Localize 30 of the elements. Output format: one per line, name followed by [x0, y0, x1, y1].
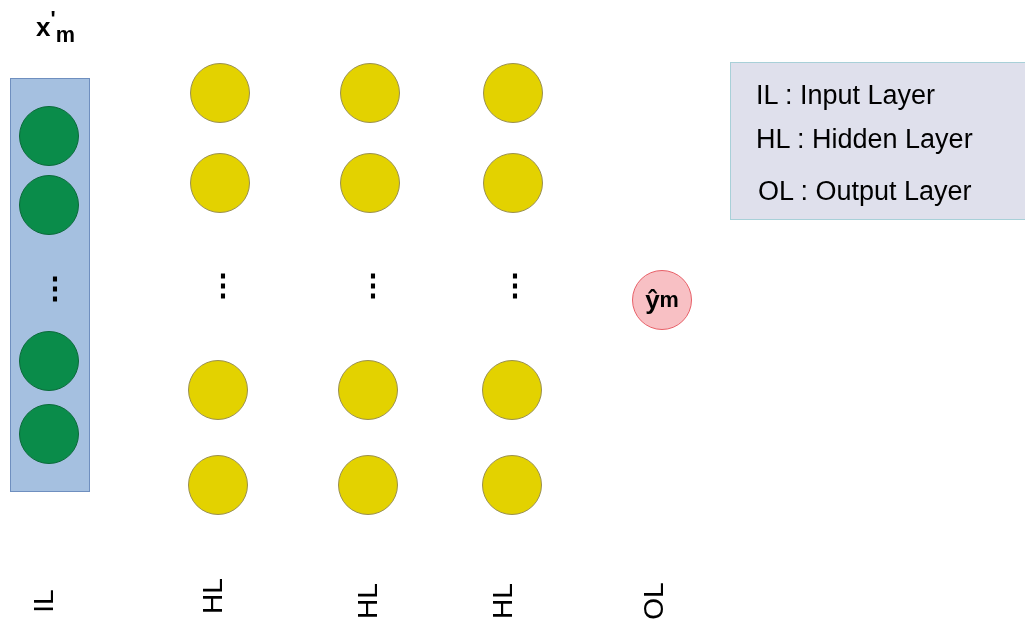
- layer-label: HL: [196, 578, 229, 614]
- legend-entry: IL : Input Layer: [756, 80, 936, 111]
- layer-label: IL: [27, 589, 60, 613]
- layer-label: OL: [637, 582, 670, 620]
- input-neuron: [19, 106, 79, 166]
- hidden-neuron: [482, 455, 542, 515]
- legend-panel: [730, 62, 1025, 220]
- hidden-neuron: [338, 455, 398, 515]
- hidden-neuron: [190, 63, 250, 123]
- legend-entry: OL : Output Layer: [758, 176, 972, 207]
- input-neuron: [19, 331, 79, 391]
- layer-label: HL: [486, 583, 519, 619]
- hidden-neuron: [190, 153, 250, 213]
- legend-entry: HL : Hidden Layer: [756, 124, 973, 155]
- hidden-neuron: [483, 153, 543, 213]
- hidden-neuron: [188, 455, 248, 515]
- hidden-neuron: [188, 360, 248, 420]
- hidden-neuron: [340, 63, 400, 123]
- ellipsis: ⋮: [358, 267, 388, 302]
- hidden-neuron: [482, 360, 542, 420]
- ellipsis: ⋮: [500, 267, 530, 302]
- input-neuron: [19, 175, 79, 235]
- layer-label: HL: [351, 583, 384, 619]
- ellipsis: ⋮: [40, 270, 70, 305]
- hidden-neuron: [340, 153, 400, 213]
- input-layer-panel: [10, 78, 90, 492]
- ellipsis: ⋮: [208, 267, 238, 302]
- hidden-neuron: [483, 63, 543, 123]
- input-neuron: [19, 404, 79, 464]
- hidden-neuron: [338, 360, 398, 420]
